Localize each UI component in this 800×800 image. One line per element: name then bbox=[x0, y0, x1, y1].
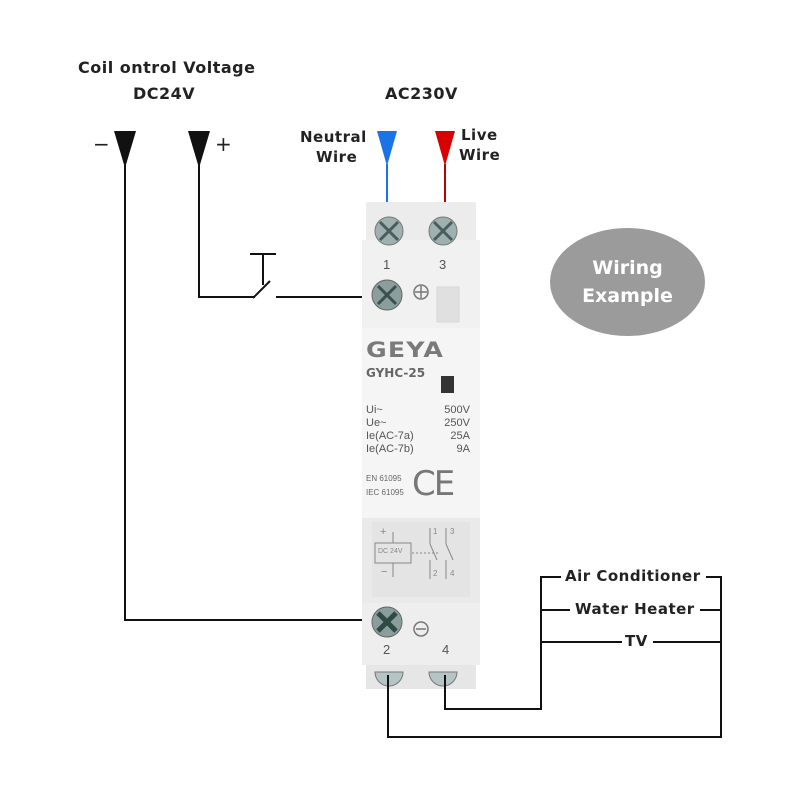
schematic-coil-label: DC 24V bbox=[378, 548, 403, 555]
coil-voltage-value: DC24V bbox=[133, 84, 196, 103]
screw-terminal-top-left-icon bbox=[374, 216, 404, 246]
schematic-plus: + bbox=[380, 526, 387, 538]
plus-symbol-icon bbox=[413, 284, 429, 300]
coil-minus-wire bbox=[124, 165, 385, 621]
schematic-n2: 2 bbox=[433, 569, 438, 578]
live-terminal-icon bbox=[435, 131, 455, 166]
schematic-n4: 4 bbox=[450, 569, 455, 578]
standard-en: EN 61095 bbox=[366, 474, 402, 483]
screw-terminal-top-right-icon bbox=[428, 216, 458, 246]
screw-terminal-a1-icon bbox=[371, 279, 403, 311]
push-button-contact bbox=[252, 280, 271, 299]
load-wire-terminal-4 bbox=[444, 576, 561, 710]
terminal-label-2: 2 bbox=[383, 642, 391, 657]
standard-iec: IEC 61095 bbox=[366, 488, 404, 497]
ce-mark-icon: CE bbox=[412, 464, 455, 504]
live-wire-label-line2: Wire bbox=[459, 146, 501, 164]
load-water-heater: Water Heater bbox=[575, 600, 695, 618]
screw-terminal-a2-icon bbox=[371, 606, 403, 638]
contactor-device bbox=[362, 202, 480, 689]
schematic-n1: 1 bbox=[433, 527, 438, 536]
live-wire-label-line1: Live bbox=[461, 126, 498, 144]
terminal-label-4: 4 bbox=[442, 642, 450, 657]
spec-row: Ui~500V bbox=[366, 404, 470, 416]
schematic-minus: − bbox=[381, 566, 388, 578]
load-tv: TV bbox=[625, 632, 648, 650]
internal-schematic bbox=[374, 528, 454, 579]
coil-voltage-title: Coil ontrol Voltage bbox=[78, 58, 256, 77]
terminal-label-1: 1 bbox=[383, 257, 391, 272]
load-wire-terminal-2 bbox=[387, 576, 722, 738]
indicator-window bbox=[441, 376, 454, 393]
spec-row: Ie(AC-7b)9A bbox=[366, 443, 470, 455]
ac-voltage-label: AC230V bbox=[385, 84, 458, 103]
dc-minus-terminal-icon bbox=[114, 131, 136, 168]
spec-table: Ui~500V Ue~250V Ie(AC-7a)25A Ie(AC-7b)9A bbox=[366, 404, 470, 456]
status-window bbox=[436, 286, 460, 323]
spec-row: Ie(AC-7a)25A bbox=[366, 430, 470, 442]
neutral-wire-label-line1: Neutral bbox=[300, 128, 367, 146]
neutral-terminal-icon bbox=[377, 131, 397, 166]
spec-row: Ue~250V bbox=[366, 417, 470, 429]
dc-plus-label: + bbox=[215, 132, 233, 156]
wiring-example-badge: Wiring Example bbox=[550, 228, 705, 336]
load-air-conditioner: Air Conditioner bbox=[565, 567, 701, 585]
badge-line1: Wiring bbox=[592, 257, 663, 279]
minus-symbol-icon bbox=[413, 621, 429, 637]
terminal-label-3: 3 bbox=[439, 257, 447, 272]
schematic-n3: 3 bbox=[450, 527, 455, 536]
neutral-wire-label-line2: Wire bbox=[316, 148, 358, 166]
coil-plus-wire bbox=[198, 165, 255, 298]
model-number: GYHC-25 bbox=[366, 366, 426, 380]
brand-logo: GEYA bbox=[366, 338, 445, 362]
badge-line2: Example bbox=[582, 285, 673, 307]
dc-plus-terminal-icon bbox=[188, 131, 210, 168]
dc-minus-label: − bbox=[93, 132, 111, 156]
